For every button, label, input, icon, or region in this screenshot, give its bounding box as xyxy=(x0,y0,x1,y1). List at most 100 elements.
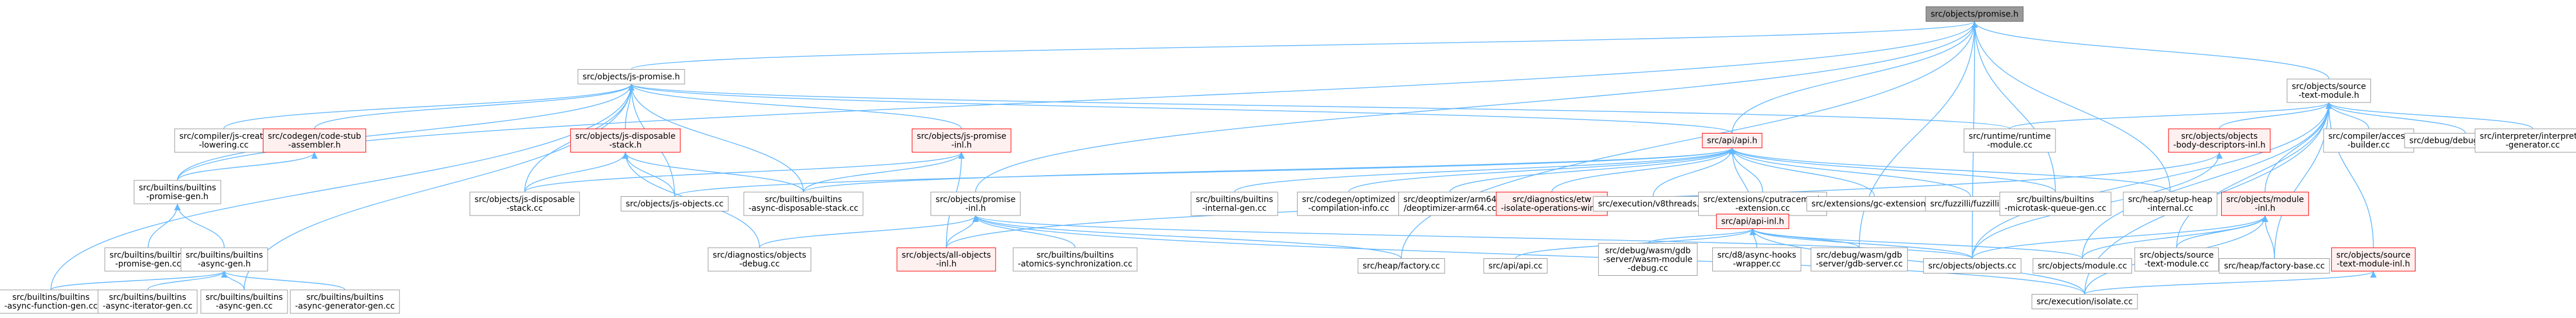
graph-node-js-promise-inl[interactable]: src/objects/js-promise-inl.h xyxy=(912,128,1011,153)
graph-node-builtins-async-gen-h[interactable]: src/builtins/builtins-async-gen.h xyxy=(180,247,268,272)
node-label: src/objects/module.cc xyxy=(2038,262,2127,271)
graph-node-js-objects-cc[interactable]: src/objects/js-objects.cc xyxy=(620,196,729,211)
graph-node-source-text-inl[interactable]: src/objects/source-text-module-inl.h xyxy=(2331,247,2416,272)
node-label: src/objects/js-objects.cc xyxy=(625,200,723,209)
node-label: src/builtins/builtins xyxy=(1036,251,1114,260)
node-box xyxy=(1923,258,2021,273)
graph-node-extensions-gc[interactable]: src/extensions/gc-extension.cc xyxy=(1806,196,1943,211)
graph-node-objects-objects-cc[interactable]: src/objects/objects.cc xyxy=(1923,258,2021,273)
graph-node-async-generator-gen[interactable]: src/builtins/builtins-async-generator-ge… xyxy=(290,289,400,314)
graph-node-builtins-internal-gen[interactable]: src/builtins/builtins-internal-gen.cc xyxy=(1190,192,1278,216)
graph-node-builtins-promise-gen-cc[interactable]: src/builtins/builtins-promise-gen.cc xyxy=(104,247,192,272)
node-label: -lowering.cc xyxy=(199,141,249,150)
node-box xyxy=(1925,6,2024,22)
graph-node-source-text[interactable]: src/objects/source-text-module.h xyxy=(2287,78,2371,103)
edge-line xyxy=(221,271,245,290)
graph-node-deoptimizer-arm64[interactable]: src/deoptimizer/arm64/deoptimizer-arm64.… xyxy=(1398,192,1501,216)
node-label: src/fuzzilli/fuzzilli.cc xyxy=(1930,200,2011,209)
graph-node-extensions-cputracemark[interactable]: src/extensions/cputracemark-extension.cc xyxy=(1698,192,1828,216)
graph-node-api-inl[interactable]: src/api/api-inl.h xyxy=(1716,214,1790,229)
edge-builtins-promise-gen-h-to-builtins-async-gen-h xyxy=(174,203,225,248)
graph-node-objects-module-inl[interactable]: src/objects/module-inl.h xyxy=(2221,192,2309,216)
edge-api-h-to-extensions-gc xyxy=(1729,148,1875,197)
graph-node-promise-inl[interactable]: src/objects/promise-inl.h xyxy=(930,192,1021,216)
graph-node-js-disposable-stack-cc[interactable]: src/objects/js-disposable-stack.cc xyxy=(469,192,580,216)
graph-node-execution-isolate[interactable]: src/execution/isolate.cc xyxy=(2031,294,2138,309)
edge-line xyxy=(1729,148,2056,193)
node-label: src/objects/js-promise xyxy=(917,132,1007,141)
node-label: src/objects/js-promise.h xyxy=(583,73,680,82)
edge-source-text-to-objects-module-cc xyxy=(2082,102,2332,259)
graph-node-js-disposable-stack[interactable]: src/objects/js-disposable-stack.h xyxy=(570,128,681,153)
graph-node-all-objects-inl[interactable]: src/objects/all-objects-inl.h xyxy=(897,247,996,272)
graph-node-body-descriptors[interactable]: src/objects/objects-body-descriptors-inl… xyxy=(2168,128,2271,153)
graph-node-compiler-access[interactable]: src/compiler/access-builder.cc xyxy=(2323,128,2414,153)
edge-api-inl-to-debug-wasm-gdb-server xyxy=(1749,228,1860,248)
node-label: src/objects/promise.h xyxy=(1931,10,2019,19)
graph-node-heap-factory-cc[interactable]: src/heap/factory.cc xyxy=(1357,258,1445,273)
graph-node-api-api-cc[interactable]: src/api/api.cc xyxy=(1483,258,1548,273)
graph-node-diagnostics-objects-debug[interactable]: src/diagnostics/objects-debug.cc xyxy=(707,247,812,272)
graph-node-debug-wasm-gdb-server[interactable]: src/debug/wasm/gdb-server/gdb-server.cc xyxy=(1811,247,1908,272)
graph-node-builtins-atomics[interactable]: src/builtins/builtins-atomics-synchroniz… xyxy=(1012,247,1138,272)
edge-line xyxy=(1971,21,2056,193)
node-box xyxy=(2134,247,2219,272)
edge-line xyxy=(759,215,979,248)
graph-node-builtins-microtask[interactable]: src/builtins/builtins-microtask-queue-ge… xyxy=(1999,192,2112,216)
graph-node-execution-v8threads[interactable]: src/execution/v8threads.cc xyxy=(1593,196,1713,211)
node-box xyxy=(200,289,288,314)
edge-line xyxy=(244,84,635,290)
graph-node-js-promise[interactable]: src/objects/js-promise.h xyxy=(577,69,685,84)
edge-line xyxy=(622,152,804,193)
graph-node-debug-wasm-gdb-module[interactable]: src/debug/wasm/gdb-server/wasm-module-de… xyxy=(1598,243,1698,276)
node-label: -body-descriptors-inl.h xyxy=(2173,141,2266,150)
node-box xyxy=(570,128,681,153)
graph-node-codegen-optimized[interactable]: src/codegen/optimized-compilation-info.c… xyxy=(1296,192,1401,216)
node-label: -compilation-info.cc xyxy=(1308,204,1389,213)
node-label: src/codegen/code-stub xyxy=(268,132,361,141)
graph-node-builtins-promise-gen-h[interactable]: src/builtins/builtins-promise-gen.h xyxy=(134,180,221,204)
edge-root-to-promise-inl xyxy=(975,21,1978,193)
graph-node-heap-factory-base[interactable]: src/heap/factory-base.cc xyxy=(2219,258,2330,273)
graph-node-async-function-gen[interactable]: src/builtins/builtins-async-function-gen… xyxy=(0,289,103,314)
graph-node-async-iterator-gen[interactable]: src/builtins/builtins-async-iterator-gen… xyxy=(97,289,198,314)
edge-js-disposable-stack-to-builtins-async-disp xyxy=(622,152,804,193)
edge-root-to-api-h xyxy=(1732,21,1978,134)
graph-node-builtins-async-disp[interactable]: src/builtins/builtins-async-disposable-s… xyxy=(743,192,864,216)
edge-source-text-to-body-descriptors xyxy=(2219,102,2332,129)
graph-node-runtime-module[interactable]: src/runtime/runtime-module.cc xyxy=(1963,128,2056,153)
node-label: -async-generator-gen.cc xyxy=(295,302,395,311)
edge-builtins-async-gen-h-to-async-gen-cc xyxy=(221,271,245,290)
graph-node-api-h[interactable]: src/api/api.h xyxy=(1702,133,1763,148)
edge-line xyxy=(174,203,225,248)
graph-node-source-text-cc[interactable]: src/objects/source-text-module.cc xyxy=(2134,247,2219,272)
node-label: src/builtins/builtins xyxy=(109,293,186,302)
graph-node-async-gen-cc[interactable]: src/builtins/builtins-async-gen.cc xyxy=(200,289,288,314)
graph-node-objects-module-cc[interactable]: src/objects/module.cc xyxy=(2033,258,2132,273)
node-label: -microtask-queue-gen.cc xyxy=(2004,204,2106,213)
edge-line xyxy=(972,215,1973,259)
node-label: -inl.h xyxy=(951,141,971,150)
node-label: src/objects/all-objects xyxy=(902,251,991,260)
edge-line xyxy=(1348,148,1736,193)
node-label: src/builtins/builtins xyxy=(186,251,263,260)
edge-line xyxy=(2009,102,2332,129)
edge-line xyxy=(177,21,1978,181)
node-label: -debug.cc xyxy=(1627,264,1668,273)
graph-node-codegen-stub[interactable]: src/codegen/code-stub-assembler.h xyxy=(262,128,367,153)
edge-line xyxy=(1971,21,2329,80)
node-box xyxy=(2219,258,2330,273)
graph-node-d8-async-hooks[interactable]: src/d8/async-hooks-wrapper.cc xyxy=(1712,247,1801,272)
graph-node-diagnostics-etw[interactable]: src/diagnostics/etw-isolate-operations-w… xyxy=(1496,192,1608,216)
node-label: -assembler.h xyxy=(288,141,341,150)
node-label: src/objects/objects xyxy=(2181,132,2258,141)
node-label: -async-function-gen.cc xyxy=(4,302,97,311)
graph-node-root[interactable]: src/objects/promise.h xyxy=(1925,6,2024,22)
graph-node-interpreter-gen[interactable]: src/interpreter/interpreter-generator.cc xyxy=(2475,128,2576,153)
graph-node-heap-setup-heap[interactable]: src/heap/setup-heap-internal.cc xyxy=(2123,192,2218,216)
node-label: -isolate-operations-win.h xyxy=(1501,204,1603,213)
graph-node-compiler-js-create[interactable]: src/compiler/js-create-lowering.cc xyxy=(174,128,273,153)
node-label: src/objects/js-disposable xyxy=(474,195,574,204)
edge-api-h-to-execution-v8threads xyxy=(1653,148,1736,197)
node-box xyxy=(1702,133,1763,148)
